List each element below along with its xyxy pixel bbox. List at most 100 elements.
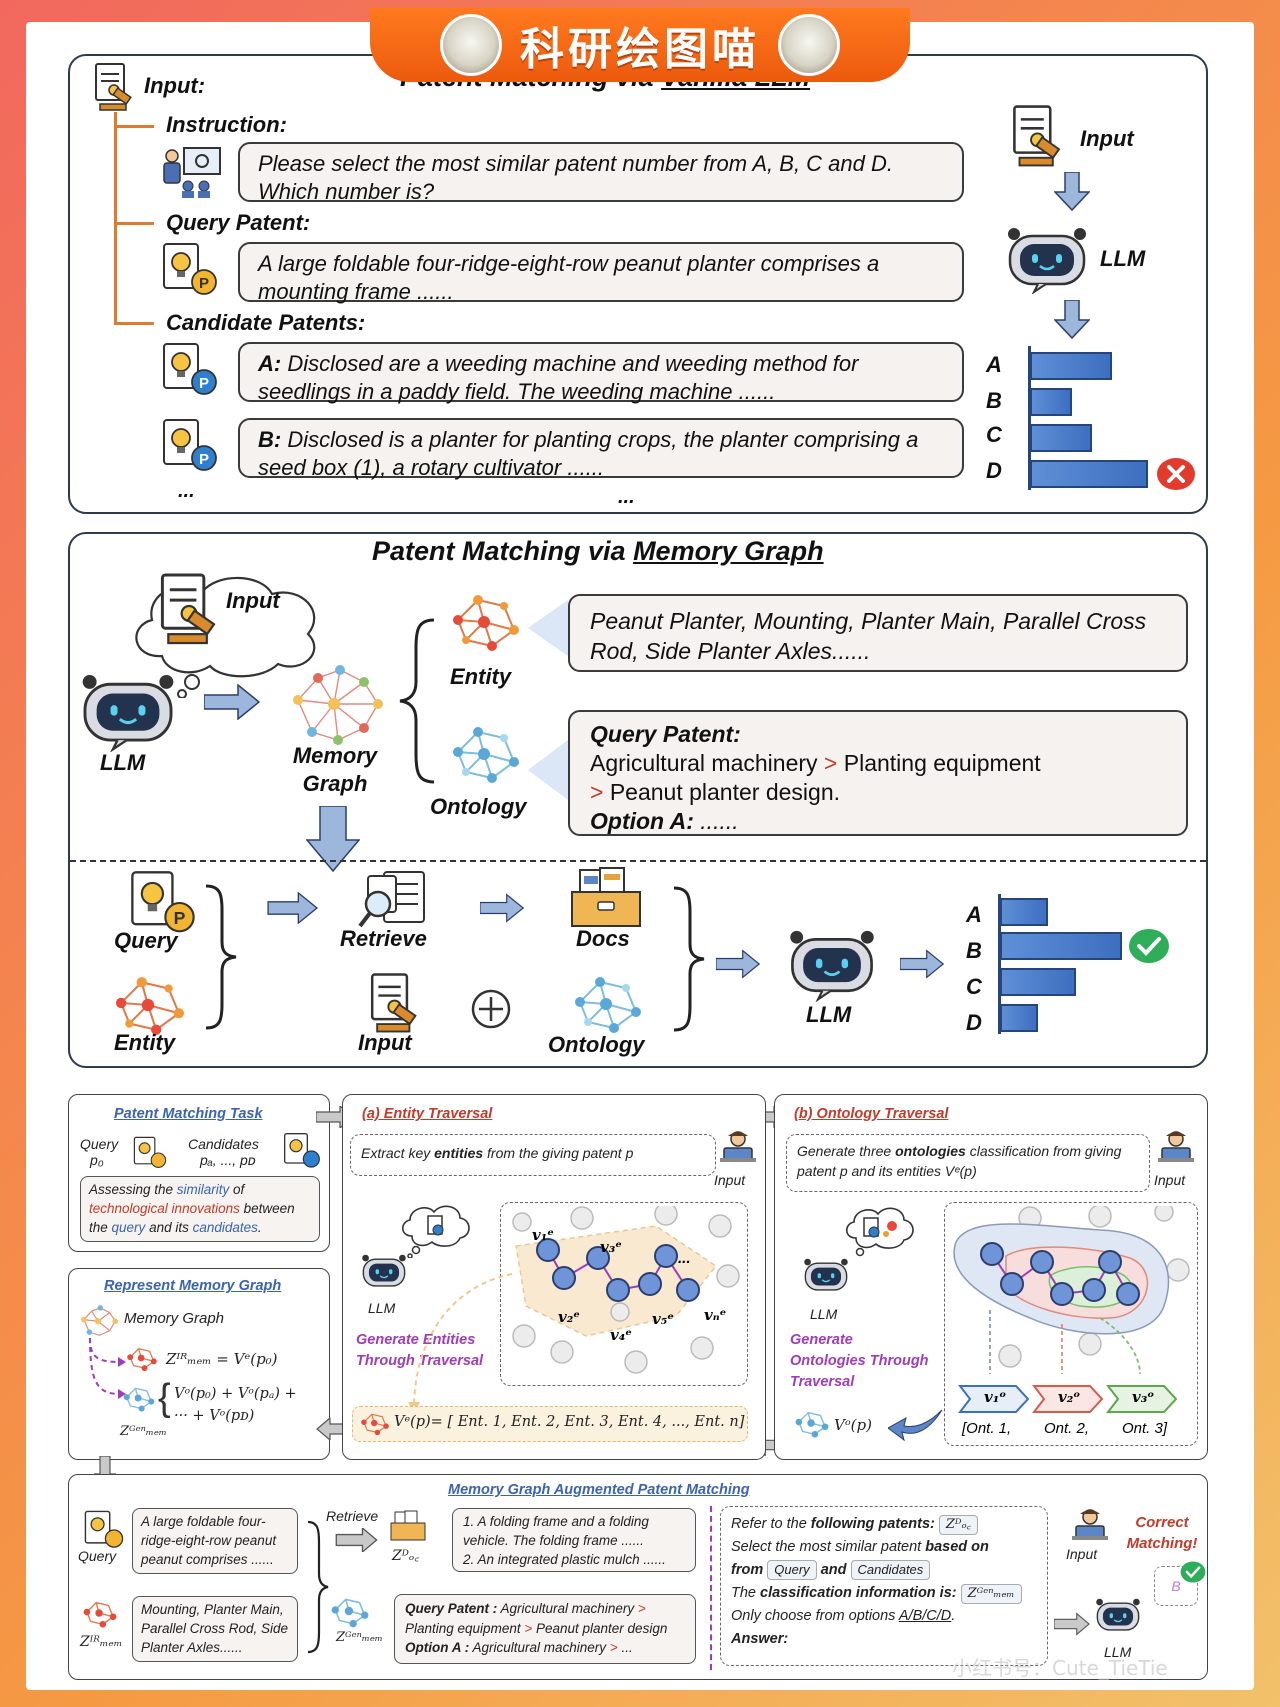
cat-avatar-icon xyxy=(440,14,502,76)
flow-input-label: Input xyxy=(1080,126,1134,152)
instruction-bubble: Please select the most similar patent nu… xyxy=(238,142,964,202)
arrow-right-icon xyxy=(204,684,260,720)
big-arrow-down-icon xyxy=(306,806,360,872)
entity-llm-label: LLM xyxy=(368,1300,395,1316)
vanilla-bar-a xyxy=(1030,352,1112,380)
entity-result-text: Vᵉ(p)= [ Ent. 1, Ent. 2, Ent. 3, Ent. 4,… xyxy=(394,1414,744,1430)
prompt-box: Refer to the following patents: Zᴰₒ꜀ Sel… xyxy=(720,1506,1048,1666)
entity-graph-icon xyxy=(110,972,190,1038)
input-label: Input: xyxy=(144,73,205,99)
thought-cloud-icon xyxy=(398,1202,472,1258)
robot-llm-icon xyxy=(786,926,878,1002)
arrow-right-icon xyxy=(480,892,524,924)
patent-gavel-icon xyxy=(1008,104,1072,168)
mg-bar-label-d: D xyxy=(966,1010,982,1036)
dashed-curve-arrow xyxy=(404,1268,514,1418)
patent-bulb-icon xyxy=(132,1136,168,1170)
mg-llm2-label: LLM xyxy=(806,1002,851,1028)
vanilla-bar-c xyxy=(1030,424,1092,452)
entity-node-v5: v₅ᵉ xyxy=(652,1310,674,1328)
task-p0: p₀ xyxy=(90,1152,104,1168)
ellipsis-left: ... xyxy=(178,480,195,503)
robot-llm-icon xyxy=(1094,1596,1142,1636)
represent-z-gen-2: ··· + Vᵒ(pᴅ) xyxy=(174,1408,254,1424)
ontology-graph-icon xyxy=(122,1384,156,1412)
represent-title: Represent Memory Graph xyxy=(104,1278,281,1294)
tree-branch xyxy=(114,322,154,325)
ontology-traversal-graph xyxy=(950,1206,1194,1396)
represent-z-ir: Zᴵᴿₘₑₘ = Vᵉ(p₀) xyxy=(166,1350,278,1368)
presenter-icon xyxy=(160,144,224,200)
vanilla-bar-label-c: C xyxy=(986,422,1002,448)
task-cands: pₐ, ..., pᴅ xyxy=(200,1152,256,1168)
patent-bulb-icon: P xyxy=(160,342,220,398)
vanilla-bar-label-a: A xyxy=(986,352,1002,378)
aug-retrieve-label: Retrieve xyxy=(326,1508,378,1524)
aug-entity-box: Mounting, Planter Main, Parallel Cross R… xyxy=(132,1596,298,1662)
vanilla-bar-d xyxy=(1030,460,1148,488)
docs-folder-icon xyxy=(570,866,642,930)
candidate-patents-label: Candidate Patents: xyxy=(166,310,365,336)
arrow-down-icon xyxy=(1054,172,1090,212)
ontology-gen-label: Generate Ontologies Through Traversal xyxy=(790,1330,930,1393)
docs-folder-icon xyxy=(390,1510,426,1542)
memory-graph-icon xyxy=(278,660,390,752)
arrow-right-icon xyxy=(900,948,944,980)
robot-llm-icon xyxy=(1004,224,1090,294)
svg-text:P: P xyxy=(199,275,209,292)
aug-correct-label: Correct Matching! xyxy=(1120,1512,1204,1554)
patent-bulb-icon xyxy=(82,1510,126,1550)
augmented-title: Memory Graph Augmented Patent Matching xyxy=(448,1482,750,1498)
watermark: 小红书号：Cute_TieTie xyxy=(952,1652,1168,1681)
entity-extract-box: Extract key entities from the giving pat… xyxy=(350,1134,716,1176)
entity-node-vn: vₙᵉ xyxy=(704,1306,726,1324)
mg-entity2-label: Entity xyxy=(114,1030,175,1056)
instruction-label: Instruction: xyxy=(166,112,287,138)
mg-retrieve-label: Retrieve xyxy=(340,926,427,952)
ontology-graph-icon xyxy=(330,1594,370,1628)
mg-ontology-label: Ontology xyxy=(430,794,527,820)
mg-bar-label-c: C xyxy=(966,974,982,1000)
blue-curved-arrow-icon xyxy=(888,1408,944,1444)
mg-docs-label: Docs xyxy=(576,926,630,952)
ontology-ont2: Ont. 2, xyxy=(1044,1420,1089,1437)
represent-memory-graph: Memory Graph xyxy=(124,1310,224,1327)
banner-title: 科研绘图喵 xyxy=(520,13,760,77)
entity-node-v1: v₁ᵉ xyxy=(532,1226,554,1244)
mg-bar-label-a: A xyxy=(966,902,982,928)
gray-arrow-right-icon xyxy=(1054,1612,1090,1636)
entity-node-ellipsis: ... xyxy=(678,1250,691,1267)
ontology-llm-label: LLM xyxy=(810,1306,837,1322)
represent-brace: { xyxy=(158,1378,171,1418)
task-desc-box: Assessing the similarity of technologica… xyxy=(80,1176,320,1242)
cat-avatar-icon xyxy=(778,14,840,76)
svg-text:P: P xyxy=(174,908,186,928)
represent-z-gen-1: Vᵒ(p₀) + Vᵒ(pₐ) + xyxy=(174,1386,297,1402)
entity-graph-icon xyxy=(126,1344,158,1372)
mg-bar-c xyxy=(1000,968,1076,996)
aug-divider xyxy=(710,1506,712,1670)
mg-ontology2-label: Ontology xyxy=(548,1032,645,1058)
vanilla-bar-label-d: D xyxy=(986,458,1002,484)
ontology-ont3: Ont. 3] xyxy=(1122,1420,1167,1437)
tree-branch xyxy=(114,125,154,128)
mg-memory-graph-label: Memory Graph xyxy=(272,742,398,798)
ontology-graph-icon xyxy=(568,972,648,1036)
memory-panel-title: Patent Matching via Memory Graph xyxy=(372,536,824,567)
prompt-query-chip: Query xyxy=(767,1560,816,1580)
arrow-right-icon xyxy=(716,948,760,980)
check-circle-icon xyxy=(1128,928,1170,964)
brace-icon xyxy=(396,618,438,784)
entity-pointer xyxy=(528,600,568,656)
patent-gavel-icon xyxy=(364,972,430,1034)
ontology-text-bubble: Query Patent: Agricultural machinery > P… xyxy=(568,710,1188,836)
ontology-pointer xyxy=(528,740,568,800)
arrow-right-icon xyxy=(266,892,320,924)
entity-graph-icon xyxy=(82,1598,118,1628)
aug-query-label: Query xyxy=(78,1548,116,1564)
gray-arrow-right-icon xyxy=(334,1528,380,1552)
ontology-traversal-title: (b) Ontology Traversal xyxy=(794,1106,948,1122)
brace-icon xyxy=(306,1520,330,1654)
robot-llm-icon xyxy=(360,1252,408,1292)
thought-cloud-icon xyxy=(842,1204,916,1260)
